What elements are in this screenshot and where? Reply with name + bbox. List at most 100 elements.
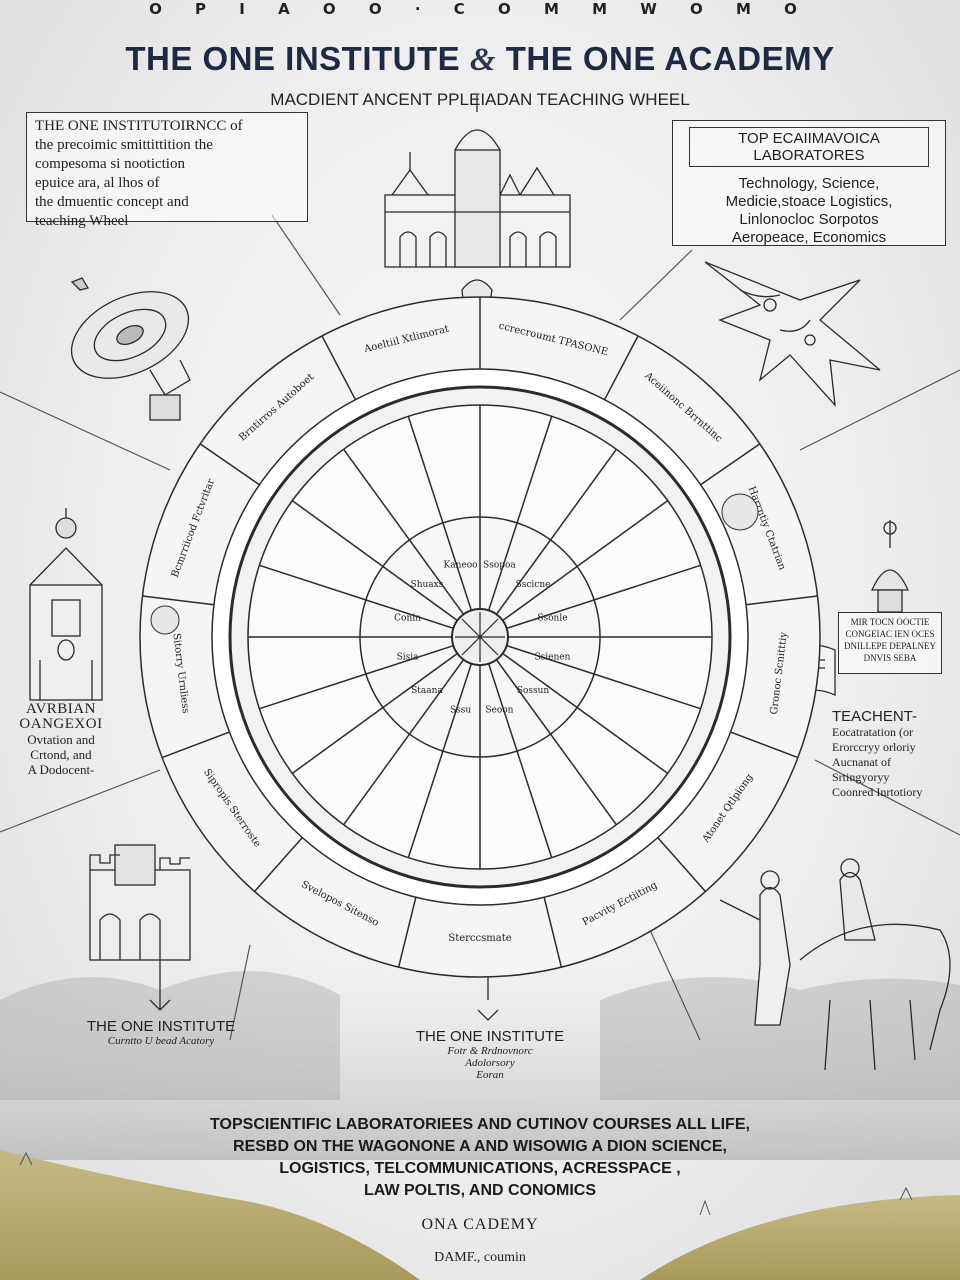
outer-ring-divider bbox=[730, 731, 799, 759]
inner-ring-label: Ssopoa bbox=[483, 561, 516, 571]
hill-right bbox=[640, 1195, 960, 1280]
inner-ring-label: Shuaxs bbox=[411, 580, 444, 590]
left-caption-line: Ovtation and bbox=[27, 732, 95, 747]
footer-line: LOGISTICS, TELCOMMUNICATIONS, ACRESSPACE… bbox=[279, 1160, 681, 1177]
right-caption: TEACHENT- Eocatratation (or Erorccryy or… bbox=[832, 708, 956, 800]
left-caption-line: AVRBIAN bbox=[26, 701, 96, 717]
outer-ring-divider bbox=[199, 443, 260, 486]
footer-line: TOPSCIENTIFIC LABORATORIEES AND CUTINOV … bbox=[210, 1116, 750, 1133]
institute-center-name: THE ONE INSTITUTE bbox=[415, 1028, 565, 1045]
outer-ring-divider bbox=[321, 335, 357, 401]
outer-ring-divider bbox=[745, 595, 818, 606]
wheel-spokes bbox=[248, 405, 712, 869]
right-info-box: MIR TOCN OOCTIE CONGEIAC IEN OCES DNILLE… bbox=[838, 612, 942, 674]
outer-ring-divider bbox=[543, 897, 563, 968]
right-caption-line: Aucnanat of bbox=[832, 755, 891, 769]
right-box-line: CONGEIAC IEN OCES bbox=[845, 629, 935, 639]
right-caption-line: Coonred Inrtotiory bbox=[832, 785, 923, 799]
institute-center-sub: Eoran bbox=[476, 1069, 504, 1081]
outer-ring-divider bbox=[142, 595, 215, 606]
hill-left bbox=[0, 1150, 420, 1280]
inner-ring-label: Sscicne bbox=[516, 580, 551, 590]
wheel-spoke bbox=[502, 652, 669, 774]
outer-ring-dividers bbox=[142, 297, 818, 968]
intro-line: compesoma si nootiction bbox=[35, 156, 185, 172]
wheel-spoke bbox=[502, 500, 669, 622]
right-caption-line: Erorccryy orloriy bbox=[832, 740, 916, 754]
trees bbox=[19, 1151, 913, 1216]
top-band-text: O P I A O O · C O M M W O M O bbox=[149, 0, 811, 18]
inner-ring-label: Sssu bbox=[450, 705, 471, 715]
wheel-spoke bbox=[407, 663, 473, 858]
outer-ring-divider bbox=[657, 837, 707, 892]
footer-line: RESBD ON THE WAGONONE A AND WISOWIG A DI… bbox=[233, 1138, 727, 1155]
lab-line: Technology, Science, bbox=[738, 175, 880, 192]
right-box-line: MIR TOCN OOCTIE bbox=[850, 617, 930, 627]
inner-ring-label: Kaneoo bbox=[444, 561, 478, 571]
inner-ring-label: Seoon bbox=[485, 705, 513, 715]
intro-line: epuice ara, al lhos of bbox=[35, 175, 160, 191]
castle-illustration-bottomleft bbox=[89, 844, 191, 1011]
laboratories-list: Technology, Science, Medicie,stoace Logi… bbox=[681, 175, 937, 247]
institute-center-sub: Adolorsory bbox=[465, 1057, 515, 1069]
figures-illustration bbox=[719, 858, 951, 1071]
institute-left-label: THE ONE INSTITUTE Curntto U bead Acatory bbox=[66, 1018, 256, 1047]
inner-ring-label: Conin bbox=[394, 614, 421, 624]
title-part2: THE ONE ACADEMY bbox=[505, 40, 835, 77]
left-caption-line: A Dodocent- bbox=[27, 762, 95, 777]
institute-center-sub: Fotr & Rrdnovnorc bbox=[447, 1045, 533, 1057]
instrument-illustration-topleft bbox=[70, 277, 191, 421]
wheel-spoke bbox=[506, 644, 701, 710]
wheel-spoke bbox=[495, 448, 617, 615]
left-caption-line: OANGEXOI bbox=[19, 716, 103, 732]
outer-ring-label: Sterccsmate bbox=[448, 933, 511, 944]
intro-line: teaching Wheel bbox=[35, 213, 129, 229]
lab-line: Aeropeace, Economics bbox=[731, 229, 887, 246]
inner-ring-label: Ssienen bbox=[534, 652, 570, 662]
wheel-spoke bbox=[495, 659, 617, 826]
outer-ring-divider bbox=[161, 731, 230, 759]
institute-center-label: THE ONE INSTITUTE Fotr & Rrdnovnorc Adol… bbox=[390, 1028, 590, 1081]
right-caption-line: TEACHENT- bbox=[832, 708, 918, 725]
mountain-left bbox=[0, 971, 340, 1100]
laboratories-box: TOP ECAIIMAVOICA LABORATORES Technology,… bbox=[672, 120, 946, 246]
wheel-spoke bbox=[407, 416, 473, 611]
right-box-line: DNVIS SEBA bbox=[863, 653, 917, 663]
institute-left-sub: Curntto U bead Acatory bbox=[107, 1035, 215, 1047]
wheel-spoke bbox=[291, 652, 458, 774]
wheel-spoke bbox=[487, 416, 553, 611]
footer-text: TOPSCIENTIFIC LABORATORIEES AND CUTINOV … bbox=[0, 1114, 960, 1202]
lab-heading-line: LABORATORES bbox=[753, 147, 865, 164]
intro-box: THE ONE INSTITUTOIRNCC of the precoimic … bbox=[26, 112, 308, 229]
hub-star bbox=[455, 612, 505, 662]
lamp-illustration-right bbox=[870, 520, 910, 613]
page-subtitle: MACDIENT ANCENT PPLEIADAN TEACHING WHEEL bbox=[270, 90, 690, 109]
academy-label: ONA CADEMY bbox=[421, 1216, 539, 1233]
inner-ring-label: Staana bbox=[411, 686, 443, 696]
outer-ring-divider bbox=[397, 897, 417, 968]
wheel-spoke bbox=[487, 663, 553, 858]
laboratories-heading: TOP ECAIIMAVOICA LABORATORES bbox=[689, 127, 929, 167]
intro-line: the dmuentic concept and bbox=[35, 194, 189, 210]
wheel-emblem-left bbox=[150, 605, 180, 635]
wheel-spoke bbox=[259, 644, 454, 710]
inner-ring-label: Ssonle bbox=[537, 614, 567, 624]
institute-left-name: THE ONE INSTITUTE bbox=[86, 1018, 236, 1035]
right-caption-line: Eocatratation (or bbox=[832, 725, 913, 739]
outer-ring-divider bbox=[603, 335, 639, 401]
wheel-emblem-right bbox=[721, 493, 759, 531]
right-box-line: DNILLEPE DEPALNEY bbox=[844, 641, 936, 651]
left-caption: AVRBIAN OANGEXOI Ovtation and Crtond, an… bbox=[6, 701, 116, 778]
lab-heading-line: TOP ECAIIMAVOICA bbox=[738, 130, 880, 147]
inner-ring-label: Sisia bbox=[397, 652, 420, 662]
wheel-spoke bbox=[291, 500, 458, 622]
intro-line: THE ONE INSTITUTOIRNCC of bbox=[35, 118, 243, 134]
title-ampersand: & bbox=[469, 42, 497, 78]
wheel-spoke bbox=[506, 564, 701, 630]
flying-machine-illustration bbox=[704, 261, 881, 407]
title-part1: THE ONE INSTITUTE bbox=[125, 40, 461, 77]
outer-ring-divider bbox=[700, 443, 761, 486]
tower-illustration-left bbox=[29, 508, 103, 701]
